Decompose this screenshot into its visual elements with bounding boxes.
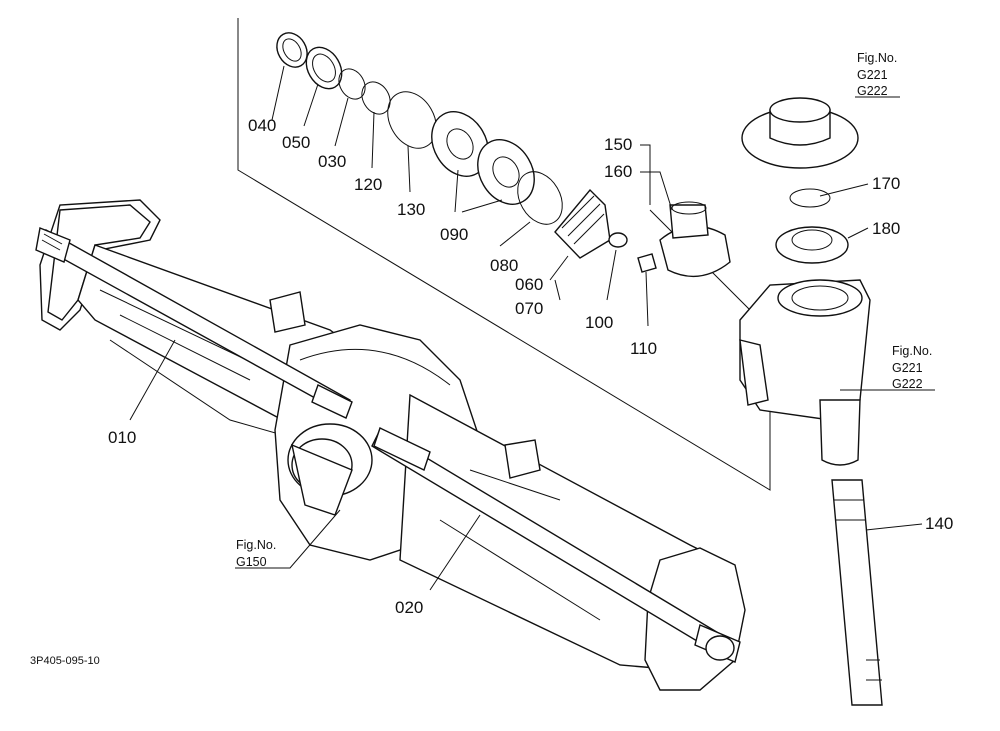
callout-110: 110 [630,339,657,358]
bearing-180 [775,226,849,264]
callout-060: 060 [515,275,543,294]
callout-070: 070 [515,299,543,318]
callout-090: 090 [440,225,468,244]
knuckle-housing [739,279,871,466]
svg-text:G221: G221 [892,361,923,375]
fig-ref-axle: Fig.No. G150 [236,538,276,569]
shaft-140 [831,479,883,706]
callout-020: 020 [395,598,423,617]
callout-040: 040 [248,116,276,135]
callout-170: 170 [872,174,900,193]
callout-150: 150 [604,135,632,154]
callout-130: 130 [397,200,425,219]
callout-140: 140 [925,514,953,533]
callout-180: 180 [872,219,900,238]
snap-ring-170 [789,188,831,208]
callout-120: 120 [354,175,382,194]
fig-ref-housing: Fig.No. G221 G222 [892,344,932,391]
callout-080: 080 [490,256,518,275]
flange-cap [741,97,859,169]
callout-labels: 040 050 030 120 130 090 080 060 070 100 … [108,116,953,617]
callout-160: 160 [604,162,632,181]
bearing-stack [276,32,563,225]
shaft-010 [35,227,353,419]
group-frame [237,18,771,491]
svg-text:Fig.No.: Fig.No. [236,538,276,552]
shaft-020 [371,427,741,663]
svg-text:G222: G222 [857,84,888,98]
svg-text:Fig.No.: Fig.No. [857,51,897,65]
fig-ref-cap: Fig.No. G221 G222 [857,51,897,98]
svg-text:G222: G222 [892,377,923,391]
callout-010: 010 [108,428,136,447]
callout-030: 030 [318,152,346,171]
svg-text:Fig.No.: Fig.No. [892,344,932,358]
leader-lines [129,65,935,591]
bevel-gears [554,188,731,278]
svg-text:G221: G221 [857,68,888,82]
diagram-code: 3P405-095-10 [30,655,100,667]
callout-100: 100 [585,313,613,332]
callout-050: 050 [282,133,310,152]
svg-text:G150: G150 [236,555,267,569]
